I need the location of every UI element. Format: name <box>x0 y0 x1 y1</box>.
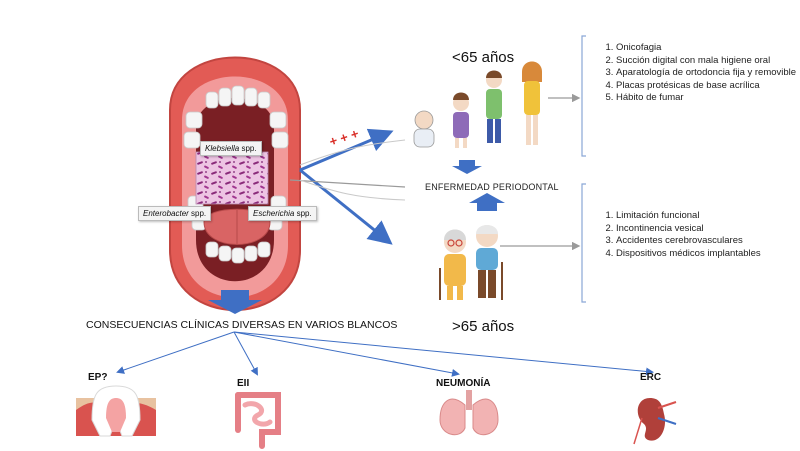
connector-to-center <box>289 179 406 188</box>
young-group-title: <65 años <box>452 49 515 66</box>
outcome-erc: ERC <box>640 372 662 383</box>
list-item: Hábito de fumar <box>616 92 800 104</box>
list-item: Dispositivos médicos implantables <box>616 248 800 260</box>
bacteria-micrograph <box>195 151 269 205</box>
old-list-bracket <box>581 183 586 303</box>
enterobacter-suffix: spp. <box>188 209 207 218</box>
consequences-label: CONSECUENCIAS CLÍNICAS DIVERSAS EN VARIO… <box>86 319 398 331</box>
old-risk-list: Limitación funcional Incontinencia vesic… <box>592 210 800 260</box>
tooth-cross-section-icon <box>76 385 156 437</box>
elderly-people-figures <box>439 225 503 300</box>
enterobacter-genus: Enterobacter <box>143 209 189 218</box>
escherichia-genus: Escherichia <box>253 209 295 218</box>
list-item: Succión digital con mala higiene oral <box>616 55 800 67</box>
escherichia-label: Escherichia spp. <box>248 206 317 221</box>
intestine-icon <box>235 392 281 449</box>
klebsiella-suffix: spp. <box>239 144 257 153</box>
list-item: Placas protésicas de base acrílica <box>616 80 800 92</box>
center-label: ENFERMEDAD PERIODONTAL <box>425 182 559 192</box>
outcome-eii: EII <box>237 378 250 389</box>
young-to-center-arrow <box>452 160 482 174</box>
young-list-bracket <box>581 35 586 157</box>
old-to-center-arrow <box>469 193 505 211</box>
list-item: Incontinencia vesical <box>616 223 800 235</box>
klebsiella-genus: Klebsiella <box>205 144 240 153</box>
list-item: Accidentes cerebrovasculares <box>616 235 800 247</box>
young-people-figures <box>413 61 542 148</box>
escherichia-suffix: spp. <box>294 209 312 218</box>
klebsiella-label: Klebsiella spp. <box>200 141 262 156</box>
down-arrow-icon <box>208 290 262 314</box>
kidney-icon <box>633 398 677 445</box>
old-group-title: >65 años <box>452 318 515 335</box>
enterobacter-label: Enterobacter spp. <box>138 206 212 221</box>
lungs-icon <box>439 390 499 436</box>
outcome-neumonia: NEUMONÍA <box>436 378 491 389</box>
consequence-arrows <box>116 331 654 377</box>
outcome-ep: EP? <box>88 372 108 383</box>
list-item: Limitación funcional <box>616 210 800 222</box>
arrow-to-young <box>299 128 394 172</box>
list-item: Aparatología de ortodoncia fija y removi… <box>616 67 800 79</box>
upper-teeth <box>183 85 289 149</box>
list-item: Onicofagia <box>616 42 800 54</box>
young-risk-list: Onicofagia Succión digital con mala higi… <box>592 42 800 105</box>
